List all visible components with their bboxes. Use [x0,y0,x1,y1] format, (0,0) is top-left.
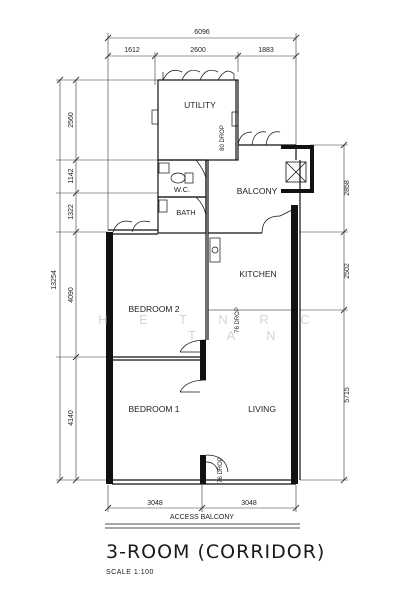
room-label-balcony: BALCONY [237,186,278,196]
dim-right-1: 2858 [344,180,351,196]
dim-top-b: 2600 [190,47,206,54]
room-label-kitchen: KITCHEN [239,269,276,279]
dimension-ticks [56,34,348,512]
dim-top-total: 6096 [194,29,210,36]
room-label-bath: BATH [176,208,195,217]
dim-left-3: 1322 [68,204,75,220]
door-swings [112,220,229,473]
dim-right-2: 2502 [344,263,351,279]
watermark-bottom: T A N [188,328,290,343]
dim-bottom-b: 3048 [241,500,257,507]
dim-left-4: 4090 [68,287,75,303]
dim-right-3: 5715 [344,387,351,403]
room-label-living: LIVING [248,404,276,414]
dim-bottom-a: 3048 [147,500,163,507]
kitchen-fixtures [209,209,293,263]
walls [108,79,301,485]
dim-left-5: 4140 [68,410,75,426]
windows [140,479,288,485]
room-label-bedroom-2: BEDROOM 2 [128,304,179,314]
room-label-utility: UTILITY [184,100,216,110]
dim-left-total: 13254 [51,270,58,290]
refuse-chute-icon [285,161,307,183]
utility-fixtures [151,69,281,146]
dim-top-a: 1612 [124,47,140,54]
plan-scale: SCALE 1:100 [106,569,154,576]
bath-fixtures [158,159,207,216]
access-balcony-label: ACCESS BALCONY [170,514,235,521]
living-drop-label: 76 DROP [218,457,224,483]
dim-left-1: 2560 [68,112,75,128]
kitchen-drop-label: 76 DROP [235,307,241,333]
utility-drop-label: 80 DROP [220,125,226,151]
dim-top-c: 1883 [258,47,274,54]
room-label-wc: W.C. [174,185,190,194]
toilet-icon [158,162,194,184]
room-label-bedroom-1: BEDROOM 1 [128,404,179,414]
structural-walls [106,145,314,484]
access-balcony-lines [105,523,300,529]
watermark-top: H E T N R C [98,312,324,327]
dim-left-2: 1142 [68,168,75,183]
plan-title: 3-ROOM (CORRIDOR) [106,541,326,563]
